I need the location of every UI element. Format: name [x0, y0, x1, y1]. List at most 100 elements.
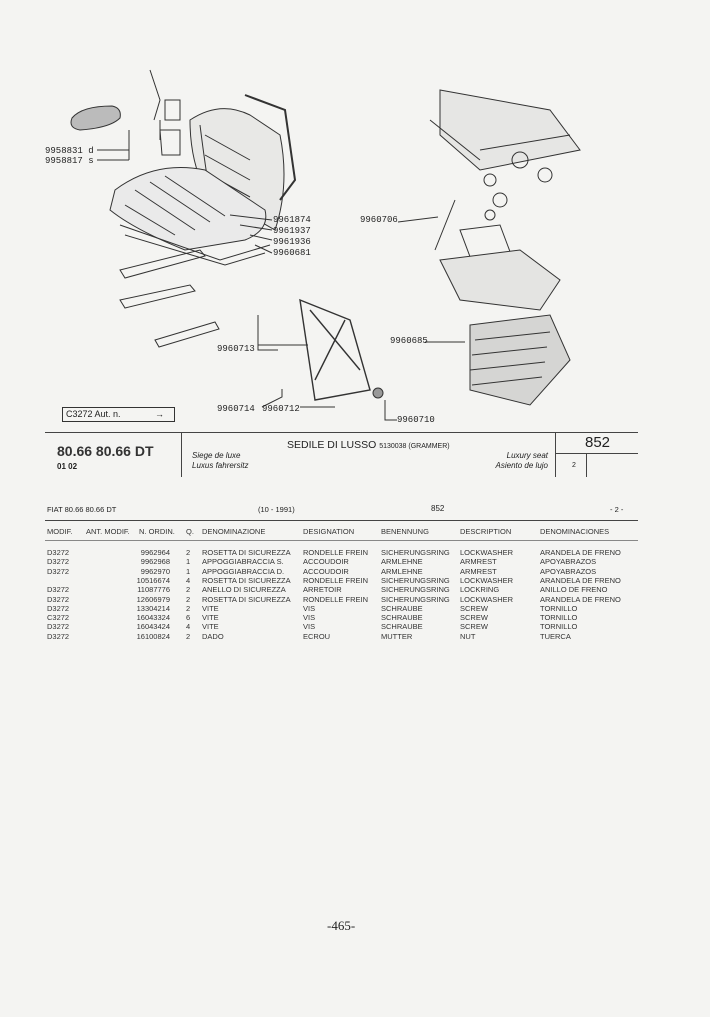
callout-label: 9960706	[360, 215, 398, 225]
table-cell: 2	[186, 594, 191, 604]
table-cell: LOCKWASHER	[460, 594, 514, 604]
table-cell: 16100824	[136, 631, 170, 641]
table-cell: VITE	[202, 603, 219, 613]
table-cell: 12606979	[136, 594, 170, 604]
callout-label: 9961874	[273, 215, 311, 225]
table-cell: SICHERUNGSRING	[381, 594, 450, 604]
table-cell: 4	[186, 622, 191, 632]
table-cell: 11087776	[137, 585, 170, 595]
table-cell: 16043324	[136, 613, 170, 623]
table-cell: D3272	[47, 622, 70, 632]
table-cell: 2	[186, 631, 191, 641]
table-cell: D3272	[47, 594, 70, 604]
table-cell: 9962968	[140, 557, 170, 567]
callout-label: 9960681	[273, 248, 311, 258]
table-cell: RONDELLE FREIN	[303, 548, 369, 557]
exploded-parts-diagram	[70, 69, 581, 421]
armrest-part	[70, 105, 121, 131]
column-header: DESIGNATION	[303, 527, 355, 536]
table-cell: TUERCA	[540, 631, 571, 641]
callout-label: 9958831 d	[45, 146, 94, 156]
table-cell: 10516674	[136, 575, 170, 585]
table-cell: SCHRAUBE	[381, 622, 423, 632]
table-cell: ROSETTA DI SICUREZZA	[202, 575, 291, 585]
title-text: SEDILE DI LUSSO	[287, 439, 377, 451]
table-cell: 4	[186, 575, 191, 585]
table-cell: ACCOUDOIR	[303, 566, 349, 576]
model-title: 80.66 80.66 DT	[57, 443, 154, 459]
arrow-right-icon: →	[155, 409, 164, 419]
table-cell: ACCOUDOIR	[303, 557, 349, 567]
callout-label: 9961936	[273, 237, 311, 247]
table-cell: 1	[186, 566, 191, 576]
table-cell: D3272	[47, 603, 70, 613]
table-cell: LOCKRING	[460, 585, 500, 595]
table-cell: SICHERUNGSRING	[381, 548, 450, 557]
sheet-number: 2	[572, 462, 576, 469]
table-cell: ARMLEHNE	[381, 566, 423, 576]
callout-label: 9961937	[273, 226, 311, 236]
table-cell: APOYABRAZOS	[540, 557, 597, 567]
table-cell: ROSETTA DI SICUREZZA	[202, 594, 291, 604]
table-cell: LOCKWASHER	[460, 548, 514, 557]
catalog-model: FIAT 80.66 80.66 DT	[47, 505, 117, 514]
title-english: Luxury seat	[506, 451, 548, 460]
table-cell: 2	[186, 585, 191, 595]
table-cell: ARRETOIR	[303, 585, 342, 595]
title-spanish: Asiento de lujo	[495, 461, 548, 470]
callout-label: 9960712	[262, 404, 300, 414]
title-french: Siege de luxe	[192, 451, 241, 460]
table-cell: D3272	[47, 557, 70, 567]
table-cell: 2	[186, 548, 191, 557]
table-cell: D3272	[47, 585, 70, 595]
column-header: DESCRIPTION	[460, 527, 512, 536]
title-german: Luxus fahrersitz	[192, 461, 249, 470]
column-header: Q.	[186, 527, 194, 536]
table-cell: LOCKWASHER	[460, 575, 514, 585]
table-cell: SCREW	[460, 613, 488, 623]
table-cell: ANILLO DE FRENO	[540, 585, 608, 595]
table-cell: 6	[186, 613, 191, 623]
table-cell: TORNILLO	[540, 603, 578, 613]
column-header: DENOMINACIONES	[540, 527, 610, 536]
table-cell: VIS	[303, 613, 316, 623]
reference-box: C3272 Aut. n. →	[62, 407, 175, 422]
title-code: 5130038 (GRAMMER)	[379, 443, 450, 450]
model-sub: 01 02	[57, 462, 78, 471]
table-cell: C3272	[47, 613, 70, 623]
table-cell: 9962964	[140, 548, 170, 557]
table-cell: 13304214	[136, 603, 170, 613]
callout-label: 9958817 s	[45, 156, 94, 166]
table-cell: SCREW	[460, 622, 488, 632]
column-header: BENENNUNG	[381, 527, 429, 536]
table-cell: SICHERUNGSRING	[381, 585, 450, 595]
control-box	[439, 89, 581, 171]
table-cell: ARMREST	[460, 557, 497, 567]
table-cell: D3272	[47, 631, 70, 641]
table-cell: VITE	[202, 613, 219, 623]
catalog-group: 852	[431, 504, 445, 513]
table-cell: 16043424	[136, 622, 170, 632]
table-cell: APOYABRAZOS	[540, 566, 597, 576]
table-cell: VIS	[303, 603, 316, 613]
column-header: ANT. MODIF.	[86, 527, 130, 536]
table-cell: VITE	[202, 622, 219, 632]
table-cell: MUTTER	[381, 631, 413, 641]
table-cell: SCREW	[460, 603, 488, 613]
base-plate	[439, 249, 561, 311]
callout-label: 9960713	[217, 344, 255, 354]
callout-label: 9960685	[390, 336, 428, 346]
catalog-page: - 2 -	[610, 505, 624, 514]
column-header: N. ORDIN.	[139, 527, 175, 536]
table-cell: ECROU	[303, 631, 331, 641]
table-cell: 9962970	[140, 566, 170, 576]
callout-label: 9960714	[217, 404, 255, 414]
column-header: MODIF.	[47, 527, 73, 536]
